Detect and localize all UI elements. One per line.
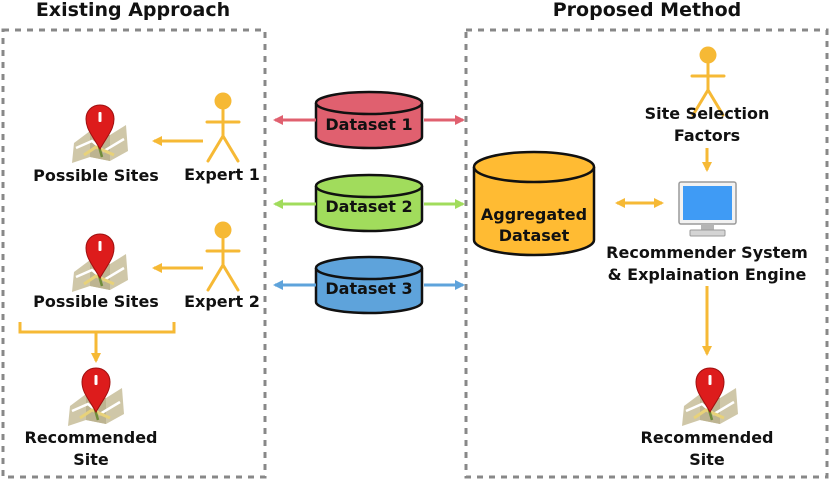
expert-2-label: Expert 2 [184,292,260,311]
dataset-3-label: Dataset 3 [325,279,412,298]
recommended-site-left-line2: Site [73,450,109,469]
map-pin-icon [66,366,126,428]
aggregated-dataset-line2: Dataset [499,226,570,245]
expert-1-label: Expert 1 [184,165,260,184]
site-selection-factors-line2: Factors [674,126,740,145]
existing-approach-panel [1,28,267,479]
aggregated-dataset-line1: Aggregated [481,205,587,224]
aggregated-dataset-cylinder: Aggregated Dataset [472,150,596,257]
heading-proposed-method: Proposed Method [553,0,741,21]
recommended-site-right-line1: Recommended [641,428,774,447]
recommender-system-line2: & Explaination Engine [608,265,807,284]
dataset-1-label: Dataset 1 [325,115,412,134]
dataset-3-cylinder: Dataset 3 [314,255,424,315]
sites-merge-bracket [18,322,176,334]
recommender-system-line1: Recommender System [606,243,808,262]
site-selection-factors-line1: Site Selection [645,104,770,123]
monitor-icon [678,181,737,237]
dataset-2-cylinder: Dataset 2 [314,173,424,233]
possible-sites-1-label: Possible Sites [33,166,159,185]
map-pin-icon [680,366,740,428]
proposed-method-panel [464,28,829,479]
dataset-2-label: Dataset 2 [325,197,412,216]
person-icon [205,221,241,292]
heading-existing-approach: Existing Approach [36,0,230,21]
dataset-1-cylinder: Dataset 1 [314,90,424,150]
map-pin-icon [70,232,130,294]
recommended-site-right-line2: Site [689,450,725,469]
map-pin-icon [70,103,130,165]
possible-sites-2-label: Possible Sites [33,292,159,311]
recommended-site-left-line1: Recommended [25,428,158,447]
person-icon [205,92,241,163]
